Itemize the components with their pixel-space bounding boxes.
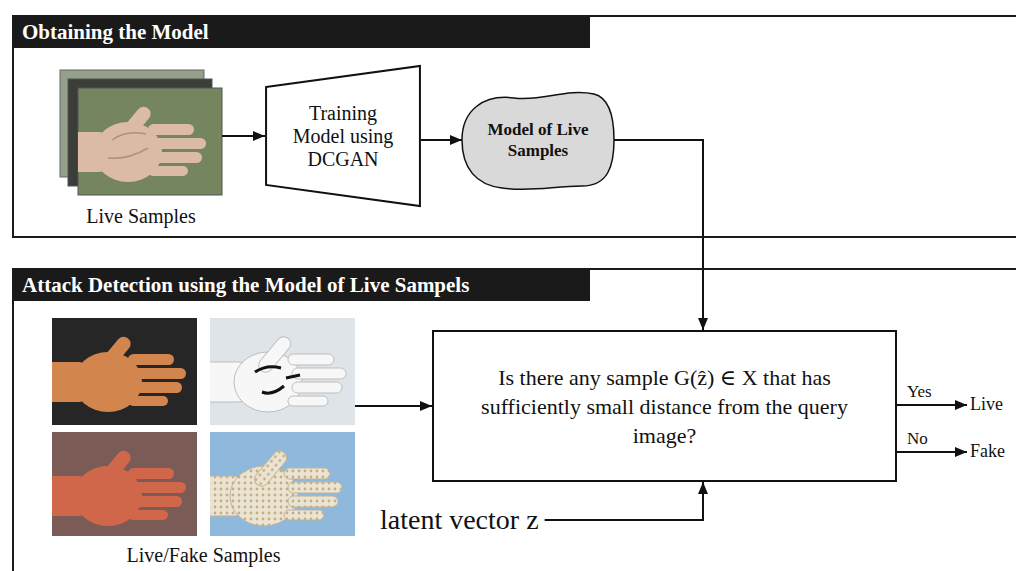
blob-outline (462, 88, 614, 192)
panel: Attack Detection using the Model of Live… (12, 268, 1016, 571)
glove-figure (210, 334, 346, 412)
model-blob: Model of Live Samples (462, 88, 614, 192)
trapezoid-box: Training Model using DCGAN (265, 65, 421, 207)
caption: Live Samples (86, 205, 195, 227)
node-text: Live (970, 394, 1003, 416)
box-text: Training Model using DCGAN (287, 102, 399, 171)
arrow (545, 482, 703, 520)
output-label: Live (970, 394, 1003, 416)
arrow (897, 451, 967, 453)
glove-figure (210, 448, 342, 526)
edge-label: No (905, 429, 930, 449)
arrow (355, 405, 432, 407)
image-group: Live Samples (60, 70, 222, 227)
arrow (421, 139, 462, 141)
hand-figure (52, 448, 186, 526)
palm-lines (108, 133, 148, 158)
panel: Obtaining the ModelLive Samples Training … (12, 15, 1016, 238)
blob-shape (462, 92, 614, 189)
trapezoid-shape (266, 66, 420, 206)
output-label: Fake (970, 441, 1005, 463)
arrow (222, 135, 265, 137)
panel-heading: Attack Detection using the Model of Live… (14, 270, 590, 301)
edge-label: Yes (905, 382, 934, 402)
arrow (897, 404, 967, 406)
input-label: latent vector z (380, 503, 539, 537)
hand-figure (52, 334, 186, 412)
node-text: Fake (970, 441, 1005, 463)
glove-marks (255, 367, 300, 393)
decision-box: Is there any sample G(ẑ) ∈ X that has su… (432, 330, 897, 482)
arrow (614, 140, 703, 330)
image-group: Live/Fake Samples (52, 318, 355, 566)
hand-figure (78, 104, 206, 182)
caption: Live/Fake Samples (127, 544, 281, 566)
node-text: latent vector z (380, 503, 539, 537)
question-text: Is there any sample G(ẑ) ∈ X that has su… (455, 363, 875, 450)
box-text: Model of Live Samples (482, 119, 594, 161)
panel-heading: Obtaining the Model (14, 17, 590, 48)
